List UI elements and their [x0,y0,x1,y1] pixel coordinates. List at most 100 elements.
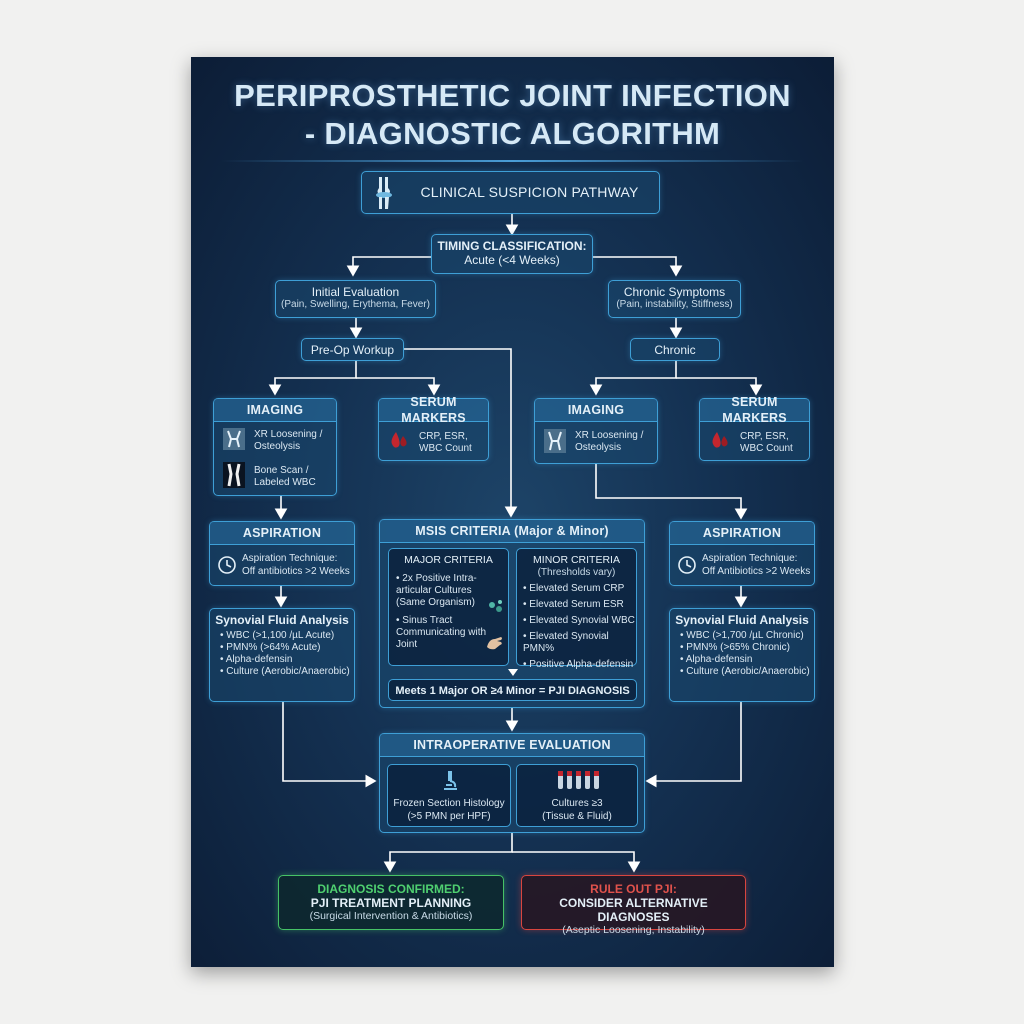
clinical-suspicion-pathway: CLINICAL SUSPICION PATHWAY [361,171,660,214]
chronic-symptoms-title: Chronic Symptoms [623,285,726,299]
list-item: • Alpha-defensin [220,654,293,665]
chronic-synovial-analysis: Synovial Fluid Analysis • WBC (>1,700 /µ… [669,608,815,702]
frozen-section-line-2: (>5 PMN per HPF) [407,811,491,822]
blood-drop-icon [391,432,407,448]
acute-imaging-item-2: Bone Scan / Labeled WBC [254,465,316,488]
chronic-aspiration-title: ASPIRATION [702,526,782,540]
frozen-section: Frozen Section Histology (>5 PMN per HPF… [387,764,511,827]
preop-workup: Pre-Op Workup [301,338,404,361]
intraop-title: INTRAOPERATIVE EVALUATION [413,738,611,752]
rule-out-line-3: (Aseptic Loosening, Instability) [562,924,705,936]
chronic-aspiration-line-2: Off Antibiotics >2 Weeks [702,566,811,577]
timing-line-2: Acute (<4 Weeks) [464,253,560,267]
preop-workup-label: Pre-Op Workup [310,343,395,357]
rule-out-pji: RULE OUT PJI: CONSIDER ALTERNATIVE DIAGN… [521,875,746,936]
bone-scan-icon [223,462,245,488]
chronic-aspiration-header: ASPIRATION [670,522,814,545]
major-criteria-list: • 2x Positive Intra-articular Cultures (… [396,573,488,651]
list-item: • Culture (Aerobic/Anaerobic) [220,666,350,677]
acute-aspiration-title: ASPIRATION [242,526,322,540]
intraop-header: INTRAOPERATIVE EVALUATION [380,734,644,757]
acute-aspiration: ASPIRATION Aspiration Technique: Off ant… [209,521,355,586]
list-item: • PMN% (>65% Chronic) [680,642,790,653]
hand-icon [487,637,502,650]
major-criteria-title: MAJOR CRITERIA [404,554,493,566]
rule-out-line-1: RULE OUT PJI: [590,882,677,896]
intraoperative-evaluation: INTRAOPERATIVE EVALUATION Frozen Section… [379,733,645,833]
chronic-symptoms: Chronic Symptoms (Pain, instability, Sti… [608,280,741,318]
initial-evaluation: Initial Evaluation (Pain, Swelling, Eryt… [275,280,436,318]
cultures-line-2: (Tissue & Fluid) [542,811,612,822]
list-item: • Elevated Synovial PMN% [523,631,609,654]
frozen-section-line-1: Frozen Section Histology [393,798,505,809]
acute-aspiration-header: ASPIRATION [210,522,354,545]
rule-out-line-2: CONSIDER ALTERNATIVE DIAGNOSES [559,896,708,924]
clock-icon [678,556,696,574]
acute-imaging-item-1: XR Loosening / Osteolysis [254,429,323,452]
minor-criteria-sub: (Thresholds vary) [537,567,616,578]
major-criteria: MAJOR CRITERIA • 2x Positive Intra-artic… [388,548,509,666]
acute-synovial-list: • WBC (>1,100 /µL Acute) • PMN% (>64% Ac… [220,630,352,678]
initial-evaluation-title: Initial Evaluation [311,285,400,299]
chronic-serum-markers: SERUM MARKERS CRP, ESR, WBC Count [699,395,810,461]
microscope-icon [444,771,457,790]
chronic-synovial-list: • WBC (>1,700 /µL Chronic) • PMN% (>65% … [680,630,812,678]
list-item: • Elevated Synovial WBC [523,615,635,626]
list-item: • Alpha-defensin [680,654,753,665]
list-item: • Positive Alpha-defensin [523,659,634,670]
chronic-aspiration: ASPIRATION Aspiration Technique: Off Ant… [669,521,815,586]
minor-criteria: MINOR CRITERIA (Thresholds vary) • Eleva… [516,548,637,670]
acute-synovial-title: Synovial Fluid Analysis [215,613,349,627]
blood-drop-icon [712,432,728,448]
chronic-serum-header: SERUM MARKERS [700,395,809,425]
chronic-label-box: Chronic [630,338,720,361]
page-title: PERIPROSTHETIC JOINT INFECTION - DIAGNOS… [191,77,834,153]
list-item: • Culture (Aerobic/Anaerobic) [680,666,810,677]
xray-icon [223,428,245,450]
list-item: • Sinus Tract Communicating with Joint [396,615,487,650]
acute-aspiration-line-1: Aspiration Technique: [242,553,338,564]
chronic-aspiration-line-1: Aspiration Technique: [702,553,798,564]
acute-synovial-analysis: Synovial Fluid Analysis • WBC (>1,100 /µ… [209,608,355,702]
list-item: • PMN% (>64% Acute) [220,642,321,653]
poster: PERIPROSTHETIC JOINT INFECTION - DIAGNOS… [191,57,834,967]
acute-serum-markers: SERUM MARKERS CRP, ESR, WBC Count [378,395,489,461]
acute-serum-header: SERUM MARKERS [379,395,488,425]
acute-serum-text: CRP, ESR, WBC Count [419,431,472,454]
msis-diagnosis-rule: Meets 1 Major OR ≥4 Minor = PJI DIAGNOSI… [388,679,637,701]
test-tubes-icon [558,771,599,789]
title-divider [221,160,804,162]
timing-line-1: TIMING CLASSIFICATION: [437,239,587,253]
minor-criteria-title: MINOR CRITERIA [533,554,620,566]
chronic-imaging-text: XR Loosening / Osteolysis [575,430,644,453]
clock-icon [218,556,236,574]
chronic-synovial-title: Synovial Fluid Analysis [675,613,809,627]
xray-icon [544,429,566,453]
list-item: • Elevated Serum CRP [523,583,625,594]
list-item: • Elevated Serum ESR [523,599,624,610]
chronic-imaging: IMAGING XR Loosening / Osteolysis [534,398,658,464]
bacteria-icon [489,600,502,612]
chronic-symptoms-sub: (Pain, instability, Stiffness) [616,299,733,310]
minor-criteria-list: • Elevated Serum CRP • Elevated Serum ES… [523,583,635,671]
msis-header: MSIS CRITERIA (Major & Minor) [380,520,644,543]
list-item: • WBC (>1,100 /µL Acute) [220,630,335,641]
cultures: Cultures ≥3 (Tissue & Fluid) [516,764,638,827]
diagnosis-confirmed-line-2: PJI TREATMENT PLANNING [310,896,472,910]
chronic-label: Chronic [654,343,696,357]
title-line-2: - DIAGNOSTIC ALGORITHM [304,116,721,151]
msis-arrow-down [508,669,518,676]
list-item: • 2x Positive Intra-articular Cultures (… [396,573,477,608]
msis-criteria: MSIS CRITERIA (Major & Minor) MAJOR CRIT… [379,519,645,708]
acute-imaging: IMAGING XR Loosening / Osteolysis Bone S… [213,398,337,496]
initial-evaluation-sub: (Pain, Swelling, Erythema, Fever) [281,299,430,310]
knee-joint-icon [376,177,392,209]
diagnosis-confirmed: DIAGNOSIS CONFIRMED: PJI TREATMENT PLANN… [278,875,504,930]
msis-rule-text: Meets 1 Major OR ≥4 Minor = PJI DIAGNOSI… [395,685,630,697]
diagnosis-confirmed-line-1: DIAGNOSIS CONFIRMED: [317,882,465,896]
cultures-line-1: Cultures ≥3 [551,798,603,809]
chronic-serum-text: CRP, ESR, WBC Count [740,431,793,454]
chronic-imaging-title: IMAGING [567,403,625,417]
timing-classification: TIMING CLASSIFICATION: Acute (<4 Weeks) [431,234,593,274]
pathway-label: CLINICAL SUSPICION PATHWAY [420,184,639,200]
